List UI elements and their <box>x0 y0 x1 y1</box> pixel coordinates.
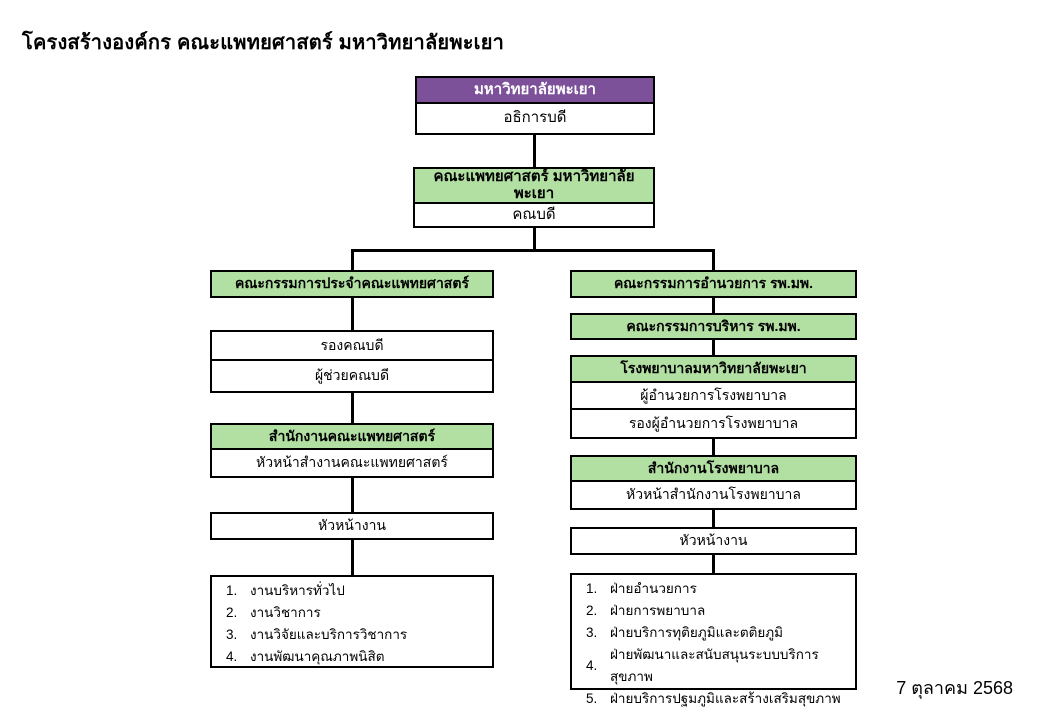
list-item: 1. ฝ่ายอำนวยการ <box>586 577 849 599</box>
list-item: 4. งานพัฒนาคุณภาพนิสิต <box>226 645 486 667</box>
connector-left-4 <box>351 540 354 575</box>
node-hospital-office-head: หัวหน้าสำนักงานโรงพยาบาล <box>572 482 855 508</box>
node-faculty-office-head: หัวหน้าสำงานคณะแพทยศาสตร์ <box>212 450 492 476</box>
date-label: 7 ตุลาคม 2568 <box>896 678 1013 698</box>
node-hospital: โรงพยาบาลมหาวิทยาลัยพะเยา ผู้อำนวยการโรง… <box>570 355 857 439</box>
node-faculty: คณะแพทยศาสตร์ มหาวิทยาลัยพะเยา คณบดี <box>413 167 655 228</box>
node-assistant-dean-label: ผู้ช่วยคณบดี <box>212 361 492 391</box>
list-item-label: ฝ่ายบริการปฐมภูมิและสร้างเสริมสุขภาพ <box>610 691 841 706</box>
node-hospital-director-label: ผู้อำนวยการโรงพยาบาล <box>572 383 855 410</box>
connector-right-drop <box>712 249 715 270</box>
connector-top-1 <box>533 135 536 167</box>
node-faculty-office: สำนักงานคณะแพทยศาสตร์ หัวหน้าสำงานคณะแพท… <box>210 423 494 478</box>
node-right-unit-head: หัวหน้างาน <box>570 527 857 555</box>
list-item-label: งานวิชาการ <box>250 605 321 620</box>
node-vice-dean-label: รองคณบดี <box>212 332 492 361</box>
list-item-label: ฝ่ายการพยาบาล <box>610 603 706 618</box>
connector-split-horizontal <box>351 249 715 252</box>
list-item-number: 1. <box>586 580 598 596</box>
node-executive-committee-label: คณะกรรมการบริหาร รพ.มพ. <box>572 315 855 338</box>
list-item-label: งานวิจัยและบริการวิชาการ <box>250 627 408 642</box>
node-left-unit-head-label: หัวหน้างาน <box>212 514 492 538</box>
node-executive-committee: คณะกรรมการบริหาร รพ.มพ. <box>570 313 857 340</box>
list-item: 4. ฝ่ายพัฒนาและสนับสนุนระบบบริการสุขภาพ <box>586 643 849 687</box>
node-hospital-deputy-director-label: รองผู้อำนวยการโรงพยาบาล <box>572 410 855 437</box>
node-faculty-position: คณบดี <box>415 204 653 226</box>
list-item: 1. งานบริหารทั่วไป <box>226 579 486 601</box>
list-item: 2. ฝ่ายการพยาบาล <box>586 599 849 621</box>
left-units-list: 1. งานบริหารทั่วไป 2. งานวิชาการ 3. งานว… <box>210 575 494 668</box>
node-faculty-committee: คณะกรรมการประจำคณะแพทยศาสตร์ <box>210 270 494 298</box>
connector-top-2 <box>533 228 536 252</box>
connector-right-4 <box>712 510 715 527</box>
list-item-number: 4. <box>226 648 238 664</box>
node-faculty-committee-label: คณะกรรมการประจำคณะแพทยศาสตร์ <box>212 272 492 296</box>
list-item: 2. งานวิชาการ <box>226 601 486 623</box>
connector-right-3 <box>712 439 715 455</box>
list-item-number: 3. <box>226 626 238 642</box>
page-title: โครงสร้างองค์กร คณะแพทยศาสตร์ มหาวิทยาลั… <box>22 32 505 54</box>
node-vice-assistant-dean: รองคณบดี ผู้ช่วยคณบดี <box>210 330 494 393</box>
node-right-unit-head-label: หัวหน้างาน <box>572 529 855 553</box>
list-item-label: ฝ่ายอำนวยการ <box>610 581 697 596</box>
node-hospital-office-header: สำนักงานโรงพยาบาล <box>572 457 855 482</box>
node-hospital-office: สำนักงานโรงพยาบาล หัวหน้าสำนักงานโรงพยาบ… <box>570 455 857 510</box>
list-item-number: 1. <box>226 582 238 598</box>
right-units-list: 1. ฝ่ายอำนวยการ 2. ฝ่ายการพยาบาล 3. ฝ่าย… <box>570 573 857 706</box>
list-item-number: 4. <box>586 657 598 673</box>
list-item-label: ฝ่ายพัฒนาและสนับสนุนระบบบริการสุขภาพ <box>610 647 819 684</box>
list-item-label: ฝ่ายบริการทุติยภูมิและตติยภูมิ <box>610 625 784 640</box>
node-faculty-header: คณะแพทยศาสตร์ มหาวิทยาลัยพะเยา <box>415 168 653 204</box>
list-item: 3. งานวิจัยและบริการวิชาการ <box>226 623 486 645</box>
node-steering-committee: คณะกรรมการอำนวยการ รพ.มพ. <box>570 270 857 298</box>
connector-left-1 <box>351 298 354 330</box>
node-steering-committee-label: คณะกรรมการอำนวยการ รพ.มพ. <box>572 272 855 296</box>
list-item-number: 2. <box>586 602 598 618</box>
connector-left-3 <box>351 478 354 512</box>
list-item-label: งานพัฒนาคุณภาพนิสิต <box>250 649 385 664</box>
node-university: มหาวิทยาลัยพะเยา อธิการบดี <box>415 76 655 135</box>
connector-left-drop <box>351 249 354 270</box>
connector-right-5 <box>712 555 715 573</box>
connector-left-2 <box>351 393 354 423</box>
list-item-number: 3. <box>586 624 598 640</box>
list-item-number: 5. <box>586 690 598 706</box>
node-university-header: มหาวิทยาลัยพะเยา <box>417 78 653 104</box>
list-item: 3. ฝ่ายบริการทุติยภูมิและตติยภูมิ <box>586 621 849 643</box>
connector-right-2 <box>712 340 715 355</box>
node-hospital-header: โรงพยาบาลมหาวิทยาลัยพะเยา <box>572 357 855 383</box>
connector-right-1 <box>712 298 715 313</box>
node-left-unit-head: หัวหน้างาน <box>210 512 494 540</box>
list-item-label: งานบริหารทั่วไป <box>250 583 345 598</box>
node-faculty-office-header: สำนักงานคณะแพทยศาสตร์ <box>212 425 492 450</box>
list-item: 5. ฝ่ายบริการปฐมภูมิและสร้างเสริมสุขภาพ <box>586 687 849 709</box>
node-university-position: อธิการบดี <box>417 104 653 133</box>
list-item-number: 2. <box>226 604 238 620</box>
